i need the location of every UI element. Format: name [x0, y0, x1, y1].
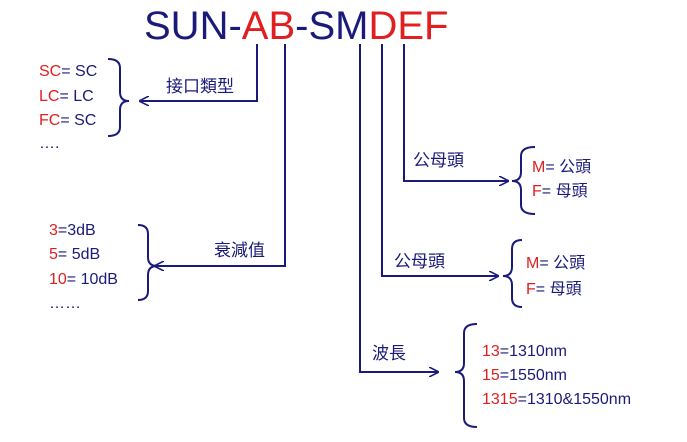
- interface-label: 接口類型: [166, 77, 234, 96]
- wavelength-brace: [454, 323, 478, 428]
- item-code: F: [526, 281, 536, 298]
- item-code: F: [532, 183, 542, 200]
- gender1-connector: [403, 44, 508, 181]
- model-title: SUN-AB-SMDEF: [144, 4, 448, 48]
- item-value: ……: [49, 295, 81, 312]
- item-code: LC: [39, 88, 60, 105]
- gender1-item: F= 母頭: [532, 182, 588, 202]
- interface-connector: [140, 44, 258, 101]
- item-value: =3dB: [57, 222, 96, 239]
- attenuation-label: 衰減值: [214, 241, 265, 260]
- interface-item: ….: [39, 134, 59, 154]
- interface-item: FC= SC: [39, 111, 96, 131]
- item-code: 3: [49, 222, 58, 239]
- item-value: =1310&1550nm: [517, 391, 632, 408]
- item-code: 13: [482, 343, 500, 360]
- title-sm: -SM: [295, 4, 369, 48]
- wavelength-item: 13=1310nm: [482, 342, 567, 362]
- item-value: = 公頭: [545, 159, 592, 176]
- gender2-label: 公母頭: [394, 252, 445, 271]
- attenuation-item: 5= 5dB: [49, 245, 100, 265]
- gender1-brace: [511, 146, 536, 215]
- item-code: 5: [49, 246, 58, 263]
- attenuation-item: ……: [49, 294, 81, 314]
- item-code: M: [532, 159, 546, 176]
- gender1-label: 公母頭: [413, 151, 464, 170]
- item-code: FC: [39, 112, 61, 129]
- wavelength-item: 1315=1310&1550nm: [482, 390, 631, 410]
- gender1-item: M= 公頭: [532, 158, 591, 178]
- gender2-item: F= 母頭: [526, 280, 582, 300]
- interface-brace: [107, 58, 130, 137]
- item-value: = SC: [60, 112, 97, 129]
- item-value: = SC: [61, 63, 98, 80]
- attenuation-brace: [137, 224, 158, 301]
- title-prefix: SUN-: [144, 4, 242, 48]
- item-value: = 5dB: [57, 246, 101, 263]
- item-value: = 母頭: [535, 281, 582, 298]
- item-code: 10: [49, 271, 67, 288]
- item-code: SC: [39, 63, 62, 80]
- gender2-connector: [381, 44, 498, 276]
- wavelength-item: 15=1550nm: [482, 366, 567, 386]
- interface-item: LC= LC: [39, 87, 94, 107]
- wavelength-connector: [359, 44, 438, 372]
- item-code: 15: [482, 367, 500, 384]
- item-value: =1310nm: [499, 343, 567, 360]
- item-value: = 10dB: [66, 271, 118, 288]
- title-def: DEF: [368, 4, 449, 48]
- item-value: = 公頭: [539, 255, 586, 272]
- attenuation-item: 3=3dB: [49, 221, 96, 241]
- gender2-item: M= 公頭: [526, 254, 585, 274]
- interface-item: SC= SC: [39, 62, 97, 82]
- item-value: ….: [39, 135, 60, 152]
- attenuation-connector: [155, 44, 286, 266]
- item-value: =1550nm: [499, 367, 567, 384]
- item-code: 1315: [482, 391, 518, 408]
- item-value: = 母頭: [541, 183, 588, 200]
- item-value: = LC: [59, 88, 94, 105]
- attenuation-item: 10= 10dB: [49, 270, 118, 290]
- title-ab: AB: [241, 4, 296, 48]
- gender2-brace: [502, 239, 523, 308]
- item-code: M: [526, 255, 540, 272]
- wavelength-label: 波長: [372, 344, 406, 363]
